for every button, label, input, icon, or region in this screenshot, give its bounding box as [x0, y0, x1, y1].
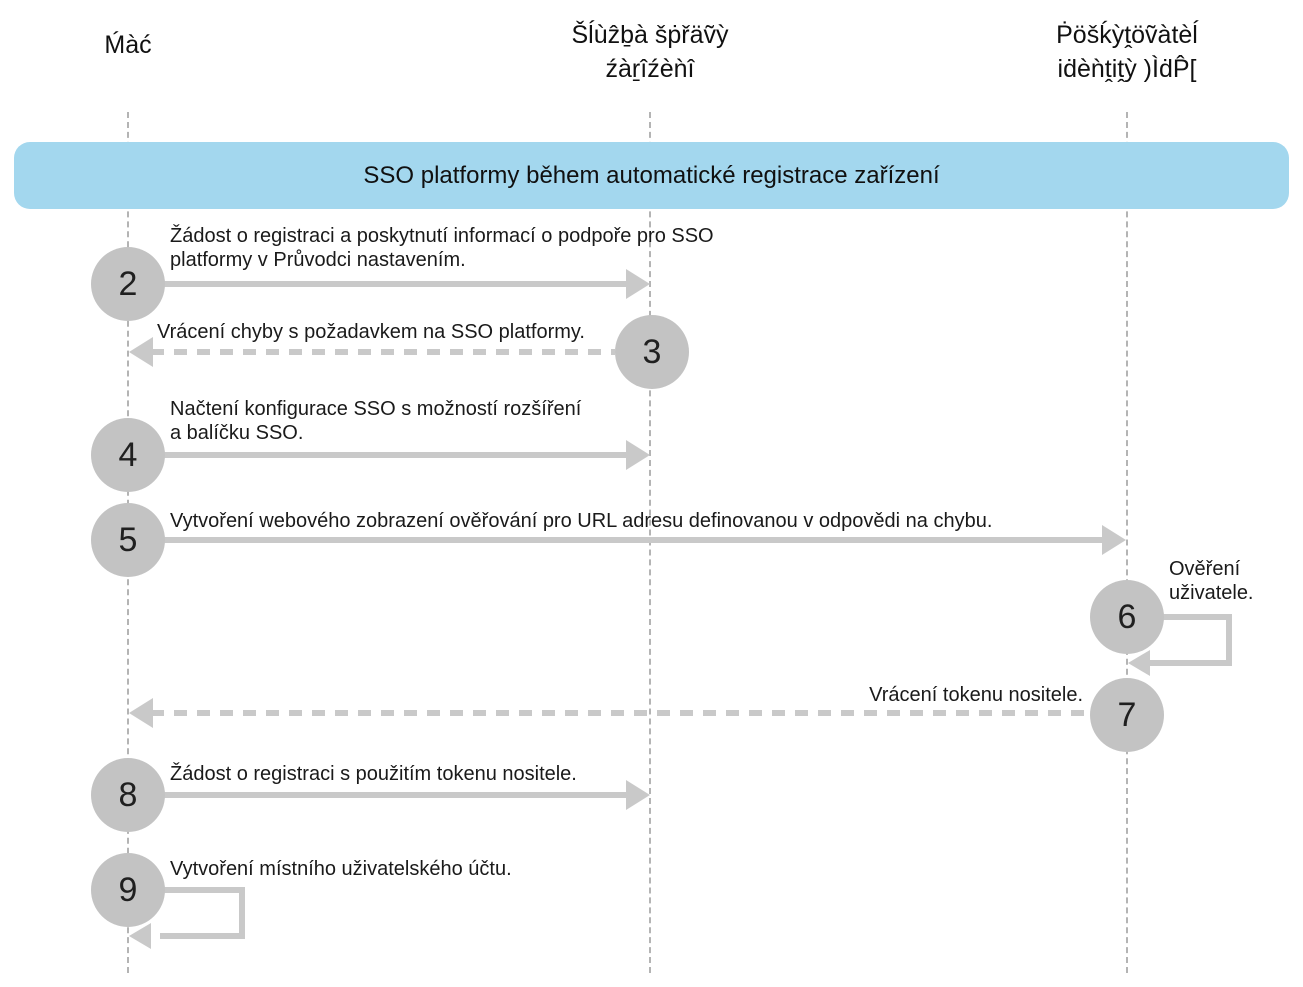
step-7-label: Vrácení tokenu nositele.	[869, 684, 1083, 706]
step-2-arrow	[162, 281, 628, 287]
step-8-label: Žádost o registraci s použitím tokenu no…	[170, 763, 577, 785]
step-7-arrowhead	[129, 698, 153, 728]
step-2-number: 2	[118, 264, 138, 303]
step-7-number: 7	[1117, 695, 1137, 734]
step-5-number: 5	[118, 520, 138, 559]
step-3-arrow	[151, 349, 615, 355]
step-9-arrowhead	[129, 923, 151, 949]
step-6-number: 6	[1117, 597, 1137, 636]
step-4-number: 4	[118, 435, 138, 474]
actor-label-mdm: Šĺùẑḇà šṗřäṽỳ źàṟîźèǹî	[571, 21, 729, 83]
step-8-number: 8	[118, 775, 138, 814]
step-3-number: 3	[642, 332, 662, 371]
step-8-arrowhead	[626, 780, 650, 810]
actor-label-idp: Ṗöšḱỳṱöṽàtèĺ iḋèǹṱiṱỳ )ÌḋP̂[	[1056, 21, 1198, 83]
step-5-circle: 5	[91, 503, 165, 577]
step-5-arrowhead	[1102, 525, 1126, 555]
step-7-circle: 7	[1090, 678, 1164, 752]
step-9-number: 9	[118, 870, 138, 909]
step-6-circle: 6	[1090, 580, 1164, 654]
step-4-label: Načtení konfigurace SSO s možností rozší…	[170, 398, 582, 444]
step-3-circle: 3	[615, 315, 689, 389]
step-2-circle: 2	[91, 247, 165, 321]
step-6-arrowhead	[1128, 650, 1150, 676]
step-7-arrow	[151, 710, 1090, 716]
step-5-label: Vytvoření webového zobrazení ověřování p…	[170, 510, 993, 532]
title-band-label: SSO platformy během automatické registra…	[363, 161, 940, 189]
step-2-label: Žádost o registraci a poskytnutí informa…	[170, 225, 714, 271]
step-8-circle: 8	[91, 758, 165, 832]
step-8-arrow	[162, 792, 628, 798]
step-2-arrowhead	[626, 269, 650, 299]
step-6-label: Ověření uživatele.	[1169, 558, 1254, 604]
step-4-arrow	[162, 452, 628, 458]
step-5-arrow	[162, 537, 1104, 543]
step-9-self-loop	[160, 887, 245, 939]
step-6-self-loop	[1150, 614, 1232, 666]
actor-label-mac: Ḿàć	[104, 31, 152, 59]
step-9-circle: 9	[91, 853, 165, 927]
idp-lifeline	[1126, 112, 1128, 973]
step-4-circle: 4	[91, 418, 165, 492]
step-4-arrowhead	[626, 440, 650, 470]
step-9-label: Vytvoření místního uživatelského účtu.	[170, 858, 512, 880]
step-3-arrowhead	[129, 337, 153, 367]
title-band: SSO platformy během automatické registra…	[14, 142, 1289, 209]
step-3-label: Vrácení chyby s požadavkem na SSO platfo…	[157, 321, 585, 343]
